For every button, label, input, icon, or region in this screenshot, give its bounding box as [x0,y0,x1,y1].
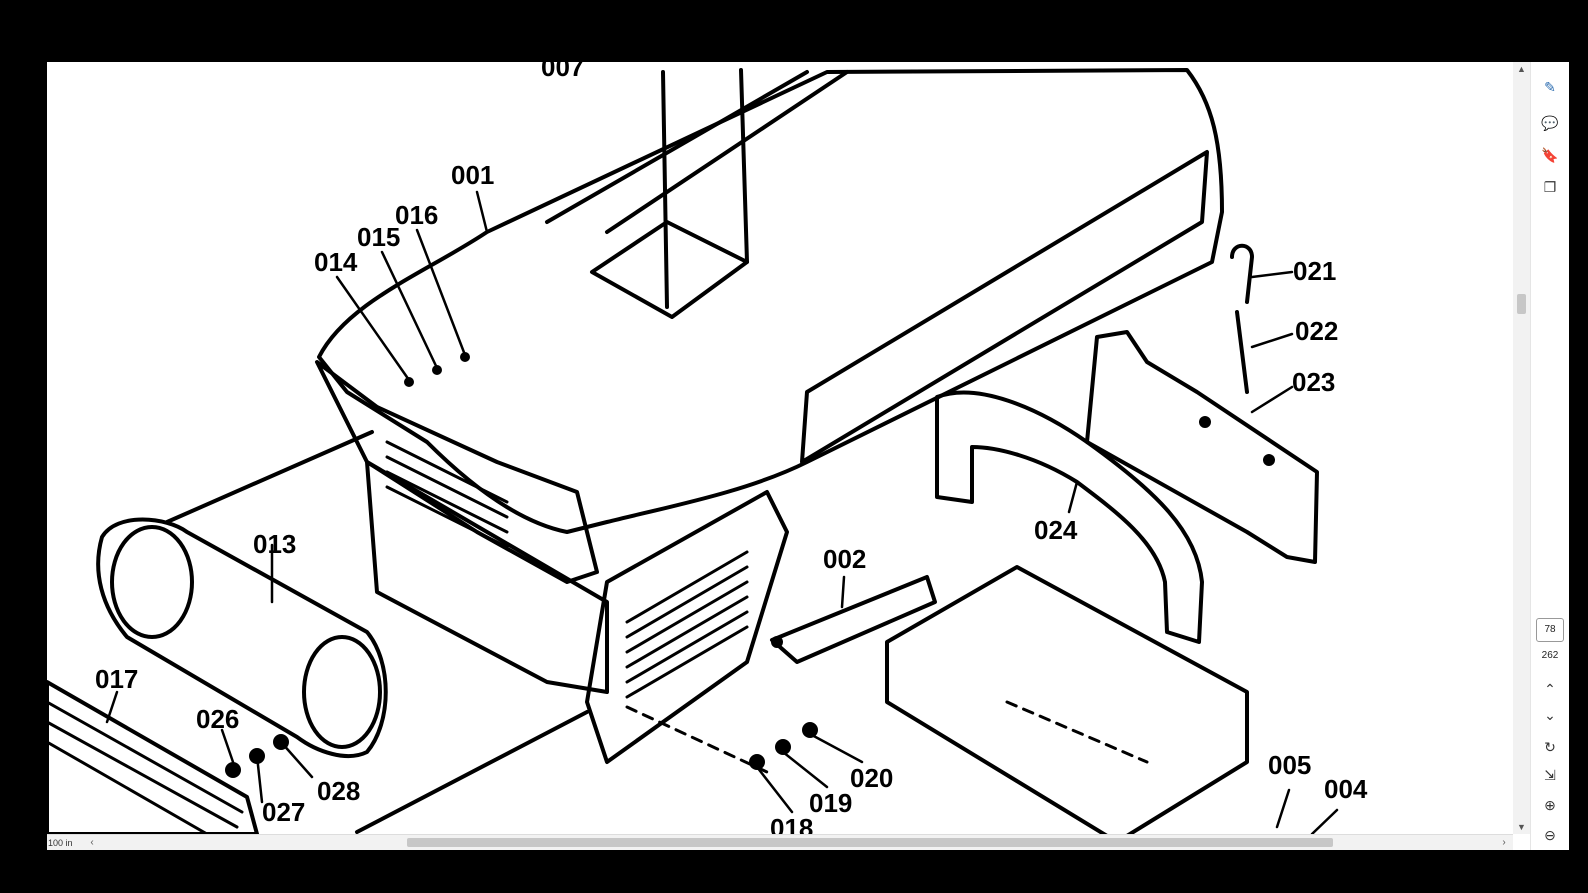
label-026: 026 [196,704,239,734]
scroll-up-arrow-icon[interactable]: ▲ [1517,64,1526,74]
document-viewport[interactable]: 007 001 016 015 014 013 017 026 027 028 … [47,62,1530,850]
label-007: 007 [541,62,584,82]
label-013: 013 [253,529,296,559]
fasteners [225,352,1275,778]
label-027: 027 [262,797,305,827]
vertical-scrollbar[interactable]: ▲ ▼ [1513,62,1530,834]
leader-001 [475,190,489,234]
zoom-out-icon[interactable]: ⊖ [1544,827,1556,843]
label-021: 021 [1293,256,1336,286]
lower-grille [47,680,259,834]
mounting-plate [1085,330,1319,564]
label-017: 017 [95,664,138,694]
hook-021 [1230,243,1254,304]
leader-004 [1310,808,1339,834]
side-bracket [935,390,1204,644]
edit-page-icon[interactable]: ✎ [1544,79,1556,95]
label-014: 014 [314,247,358,277]
leader-007-a [661,70,669,309]
leader-026 [220,728,235,764]
leader-023 [1250,385,1294,414]
leader-019 [781,750,829,789]
fit-page-icon[interactable]: ⇲ [1544,767,1556,783]
leader-020 [808,732,864,764]
leader-018 [625,705,769,774]
leader-015 [380,250,439,370]
bookmarks-icon[interactable]: 🔖 [1541,147,1559,163]
vertical-scroll-thumb[interactable] [1517,294,1526,314]
leader-027 [255,754,264,804]
page-number-input[interactable]: 78 [1536,618,1564,642]
label-002: 002 [823,544,866,574]
label-005: 005 [1268,750,1311,780]
label-020: 020 [850,763,893,793]
horizontal-scrollbar[interactable]: 100 in ‹ › [47,834,1513,850]
hood-ridge [545,70,809,224]
leader-016 [415,228,467,357]
hood-outline [317,68,1224,534]
spring-022 [1235,310,1249,394]
page-count: 262 [1541,650,1559,661]
leader-013-b [355,710,589,834]
label-023: 023 [1292,367,1335,397]
label-028: 028 [317,776,360,806]
side-louvers [625,550,749,699]
leader-018b [755,765,794,814]
leader-tray [1005,700,1149,764]
leader-028 [279,740,314,779]
label-022: 022 [1295,316,1338,346]
front-louvers [385,440,509,549]
label-015: 015 [357,222,400,252]
leader-017 [105,690,119,724]
hood-hatch [590,220,749,319]
leader-014 [335,275,411,382]
front-lower [365,460,609,694]
zoom-level: 100 in [48,838,73,848]
leader-007-b [739,68,749,264]
hood-panel [800,150,1209,464]
scroll-down-arrow-icon[interactable]: ▼ [1517,822,1526,832]
label-004: 004 [1324,774,1368,804]
scroll-right-arrow-icon[interactable]: › [1502,837,1506,848]
hinge-002 [770,575,937,664]
pages-icon[interactable]: ❐ [1543,179,1557,195]
lower-grille-bars [47,700,244,834]
leader-022 [1250,332,1294,349]
headlight-right [302,635,382,749]
side-panel [585,490,789,764]
zoom-in-icon[interactable]: ⊕ [1544,797,1556,813]
label-019: 019 [809,788,852,818]
label-024: 024 [1034,515,1078,545]
leader-013-a [165,430,374,524]
horizontal-scroll-thumb[interactable] [407,838,1333,847]
leader-005 [1275,788,1291,829]
headlight-grille [96,517,388,758]
headlight-left [110,525,194,639]
label-016: 016 [395,200,438,230]
label-018: 018 [770,813,813,834]
comments-icon[interactable]: 💬 [1541,115,1559,131]
right-toolbar: ✎ 💬 🔖 ❐ 78 262 ⌃ ⌄ ↻ ⇲ ⊕ ⊖ [1530,62,1569,850]
battery-tray [885,565,1249,834]
chevron-down-icon[interactable]: ⌄ [1544,707,1556,723]
parts-diagram: 007 001 016 015 014 013 017 026 027 028 … [47,62,1513,834]
chevron-up-icon[interactable]: ⌃ [1544,681,1556,697]
scroll-left-arrow-icon[interactable]: ‹ [90,837,94,848]
hood-ridge-2 [605,70,849,234]
leader-002 [840,575,846,609]
exploded-hood-diagram: 007 001 016 015 014 013 017 026 027 028 … [47,62,1368,834]
leader-021 [1250,270,1294,279]
label-001: 001 [451,160,494,190]
leader-024 [1067,480,1079,514]
rotate-icon[interactable]: ↻ [1544,739,1556,755]
